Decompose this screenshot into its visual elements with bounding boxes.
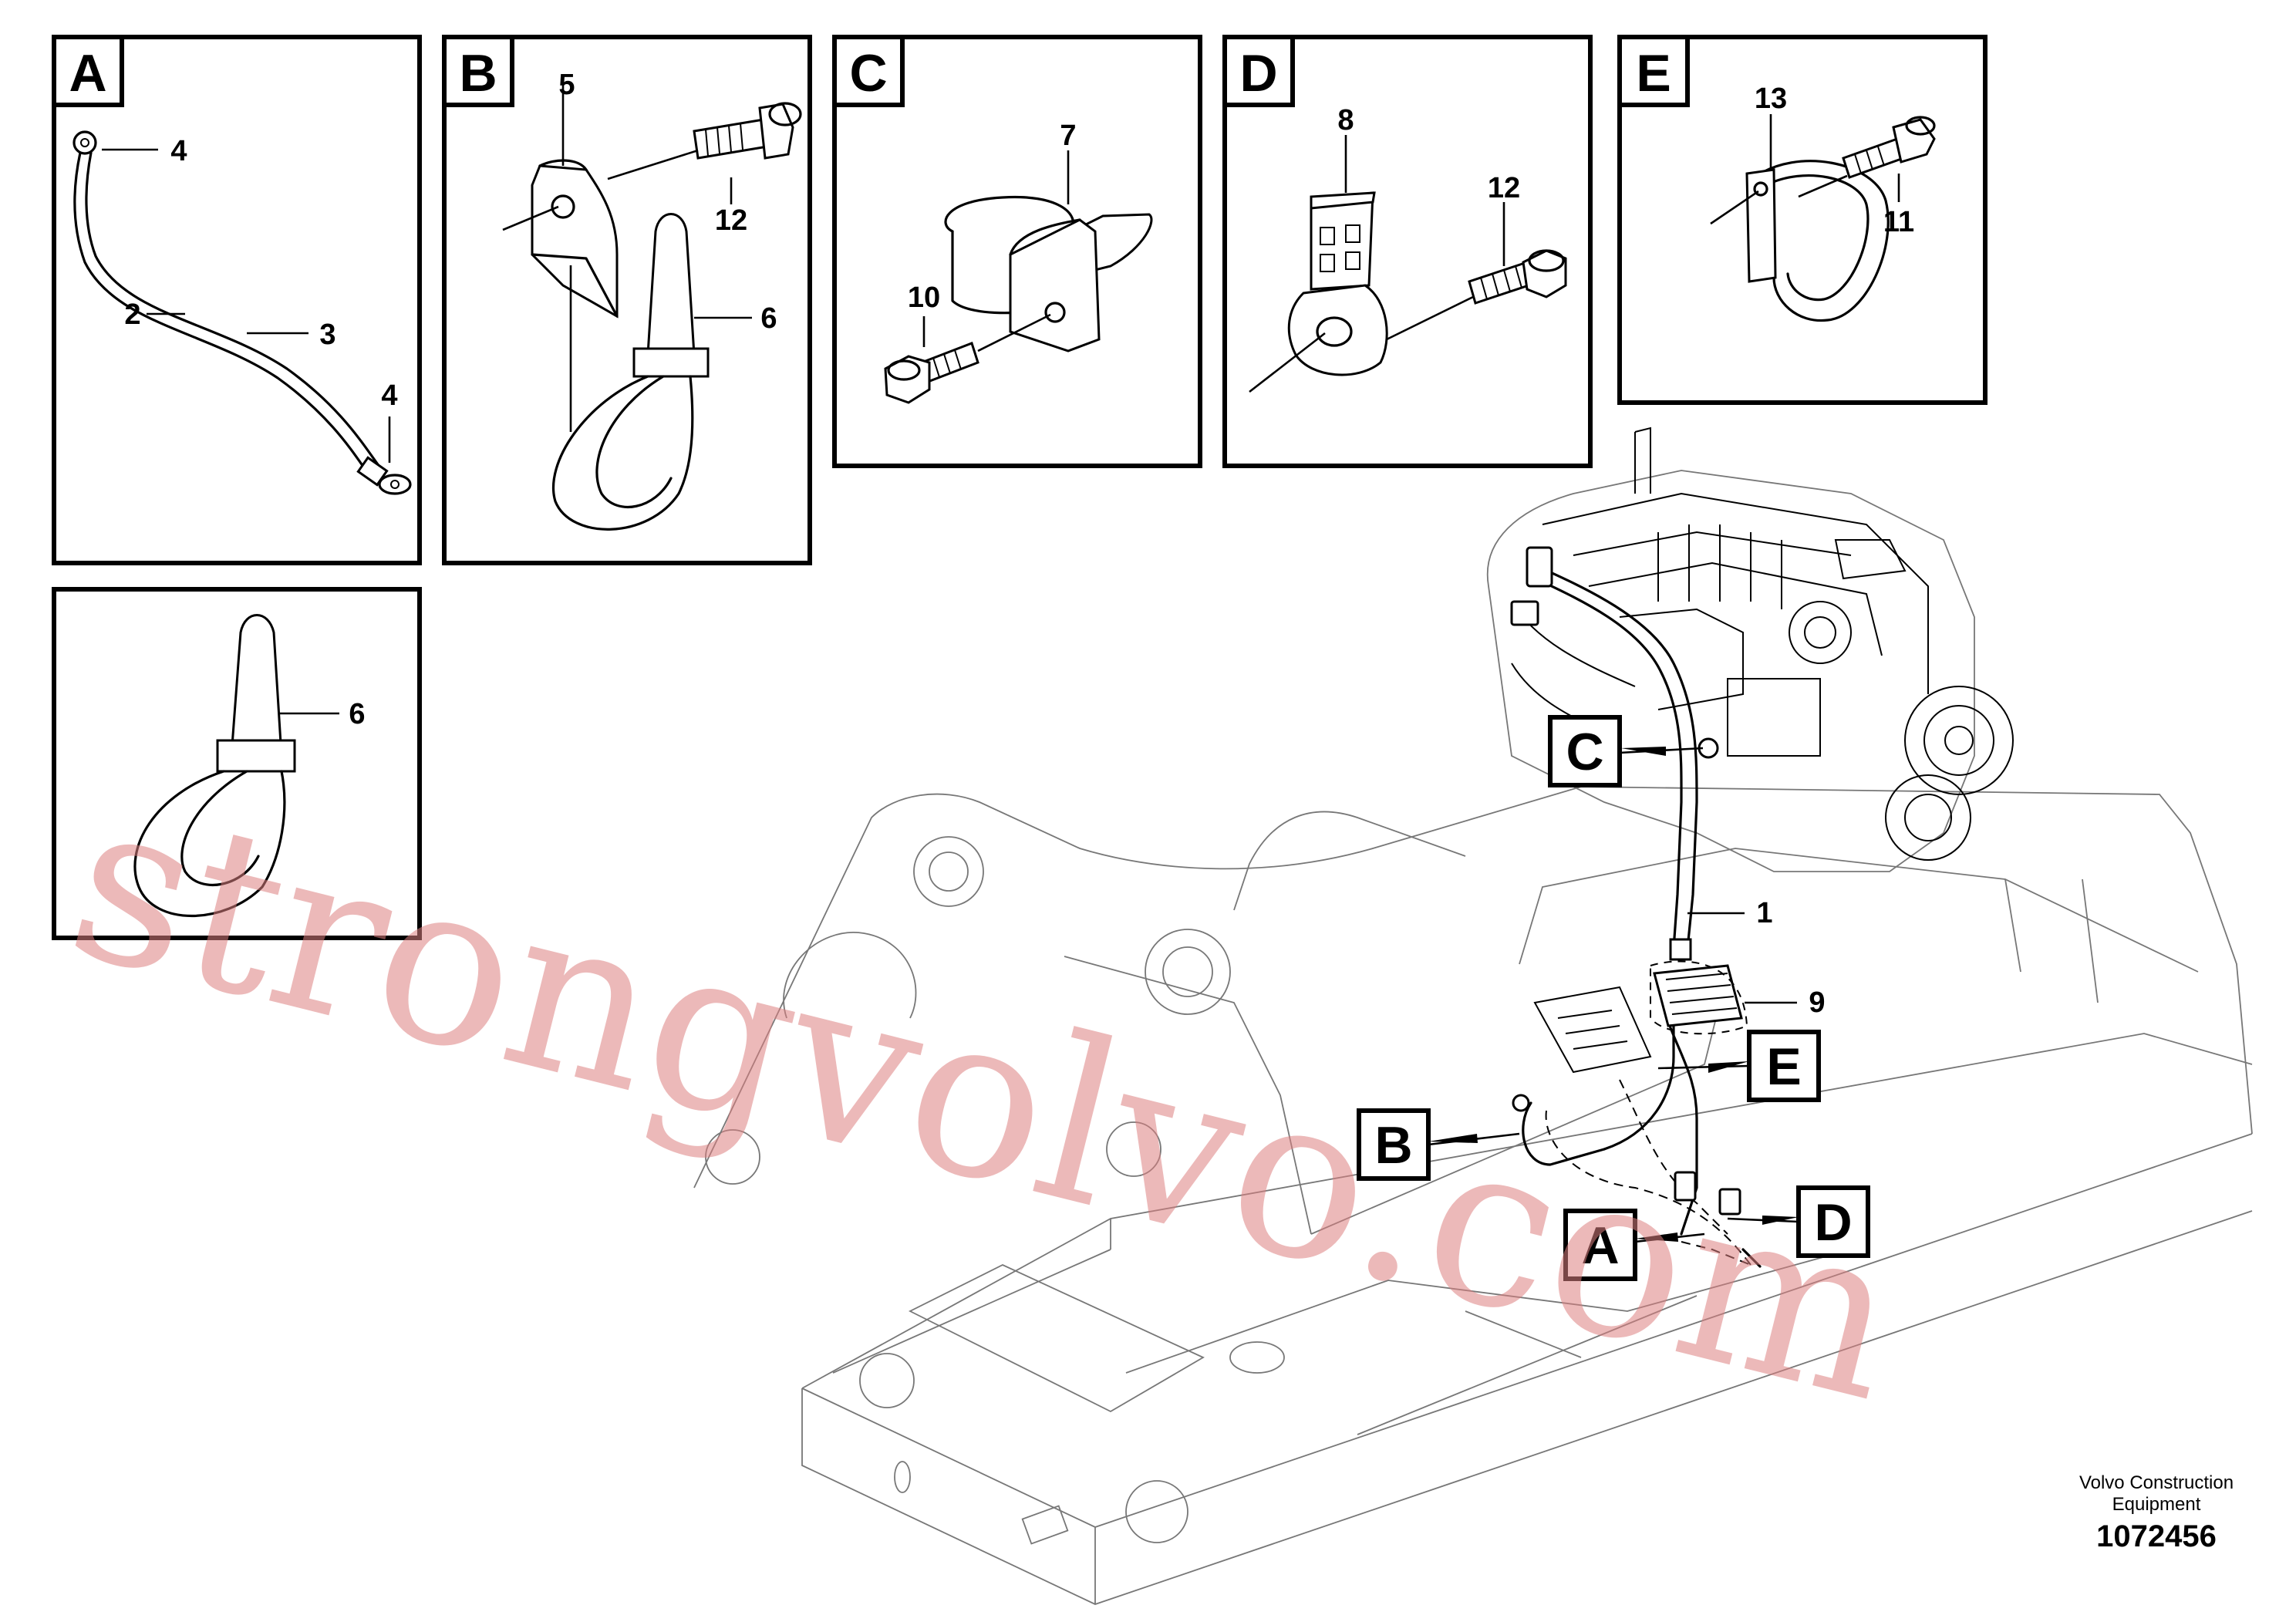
callout-e: E <box>1657 1030 1821 1102</box>
detail-panel-b: B 5 12 6 <box>442 35 812 565</box>
part-num-9: 9 <box>1809 986 1825 1019</box>
bolt-12-d <box>1468 249 1567 305</box>
ground-cable <box>72 130 412 495</box>
part-num-3: 3 <box>319 319 335 351</box>
panel-tag-e: E <box>1636 44 1671 103</box>
doc-number: 1072456 <box>2096 1519 2217 1553</box>
part-num-1: 1 <box>1756 897 1772 929</box>
detail-panel-a: A 4 2 3 4 <box>52 35 422 565</box>
part-num-5: 5 <box>558 69 575 101</box>
bolt-12 <box>693 102 802 160</box>
part-num-10: 10 <box>908 282 940 314</box>
panel-tag-c: C <box>849 44 887 103</box>
control-module-9 <box>1650 960 1748 1035</box>
part-num-4-top: 4 <box>170 135 187 167</box>
watermark: strongvolvo.com <box>49 748 1922 1452</box>
engine-assembly <box>1486 427 2014 872</box>
callout-b: B <box>1357 1108 1520 1181</box>
svg-text:B: B <box>1374 1116 1412 1175</box>
bolt-11 <box>1842 116 1936 179</box>
callout-a: A <box>1563 1209 1705 1281</box>
svg-text:D: D <box>1814 1193 1852 1252</box>
detail-panel-d: D 8 12 <box>1222 35 1593 468</box>
callout-d: D <box>1727 1185 1870 1258</box>
bolt-10 <box>884 342 979 404</box>
panel-tag-a: A <box>69 44 106 103</box>
bracket-8 <box>1287 191 1388 376</box>
cable-clip <box>531 159 619 319</box>
svg-text:A: A <box>1581 1216 1619 1275</box>
credit-line-2: Equipment <box>2112 1494 2201 1515</box>
detail-panel-e: E 13 11 <box>1617 35 1988 405</box>
strap-6-large <box>133 614 296 917</box>
part-num-12-d: 12 <box>1488 172 1520 204</box>
clamp-7 <box>944 195 1153 352</box>
wiring-harness-lower <box>1512 986 1762 1268</box>
part-num-4-bottom: 4 <box>381 379 397 412</box>
part-num-2: 2 <box>124 298 140 331</box>
part-num-12: 12 <box>715 204 747 237</box>
detail-panel-strap: 6 <box>52 587 422 940</box>
callout-c: C <box>1548 715 1704 787</box>
machine-frame <box>693 786 2253 1605</box>
detail-panel-c: C 7 10 <box>832 35 1202 468</box>
part-num-8: 8 <box>1337 104 1354 137</box>
part-num-6: 6 <box>760 302 777 335</box>
panel-tag-b: B <box>459 44 497 103</box>
part-num-6-large: 6 <box>349 698 365 730</box>
credit-line-1: Volvo Construction <box>2079 1472 2234 1493</box>
strap-6 <box>551 213 710 531</box>
part-num-13: 13 <box>1755 83 1787 115</box>
main-harness-1 <box>1510 546 1719 961</box>
part-num-11: 11 <box>1883 206 1914 238</box>
svg-text:E: E <box>1766 1037 1801 1096</box>
svg-text:C: C <box>1566 723 1603 781</box>
panel-tag-d: D <box>1239 44 1277 103</box>
part-num-7: 7 <box>1060 120 1076 152</box>
p-clamp-13 <box>1745 160 1890 322</box>
